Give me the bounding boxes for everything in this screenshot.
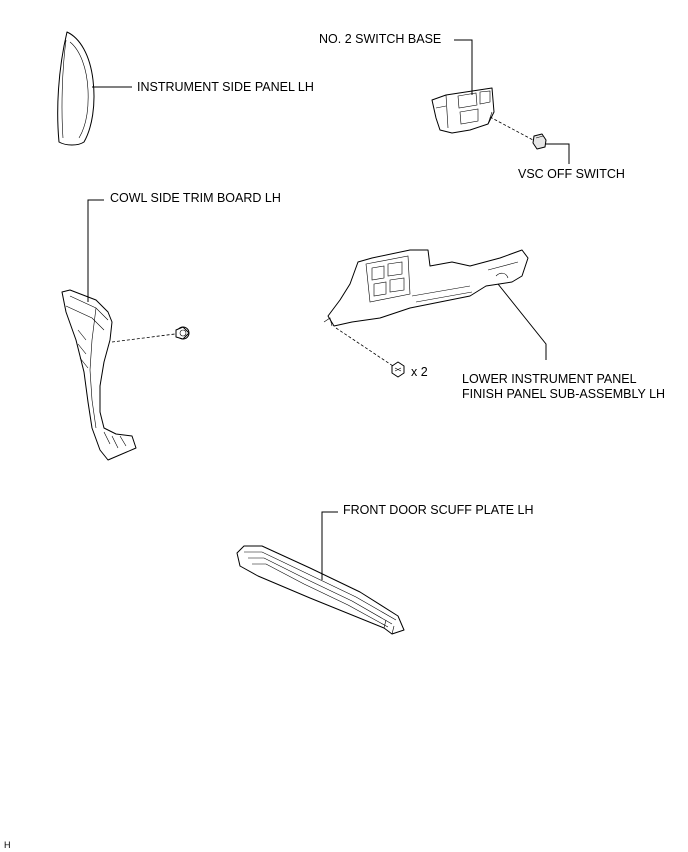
leader-scuff-plate xyxy=(321,511,338,580)
no2-switch-base xyxy=(431,87,495,134)
label-instrument-side-panel: INSTRUMENT SIDE PANEL LH xyxy=(137,80,314,94)
leader-cowl-side-trim xyxy=(87,199,104,302)
dash-clip xyxy=(111,333,176,343)
label-lower-panel-line1: LOWER INSTRUMENT PANEL xyxy=(462,372,637,386)
dash-screw xyxy=(335,327,394,367)
leader-no2-switch-base xyxy=(454,39,473,95)
label-no2-switch-base: NO. 2 SWITCH BASE xyxy=(319,32,441,46)
vsc-off-switch xyxy=(532,133,547,150)
leader-lower-panel xyxy=(497,283,547,360)
clip xyxy=(175,326,190,340)
dash-vsc-switch xyxy=(489,116,534,141)
screw xyxy=(391,361,405,378)
leader-vsc-off-switch xyxy=(545,143,570,164)
label-vsc-off-switch: VSC OFF SWITCH xyxy=(518,167,625,181)
label-scuff-plate: FRONT DOOR SCUFF PLATE LH xyxy=(343,503,534,517)
label-cowl-side-trim: COWL SIDE TRIM BOARD LH xyxy=(110,191,281,205)
label-screw-qty: x 2 xyxy=(411,365,428,379)
corner-mark: H xyxy=(4,840,11,850)
label-lower-panel-line2: FINISH PANEL SUB-ASSEMBLY LH xyxy=(462,387,665,401)
lower-instrument-panel-finish-panel xyxy=(323,249,529,327)
cowl-side-trim-board-lh xyxy=(61,289,137,461)
front-door-scuff-plate-lh xyxy=(236,545,405,635)
instrument-side-panel-lh xyxy=(57,31,95,146)
